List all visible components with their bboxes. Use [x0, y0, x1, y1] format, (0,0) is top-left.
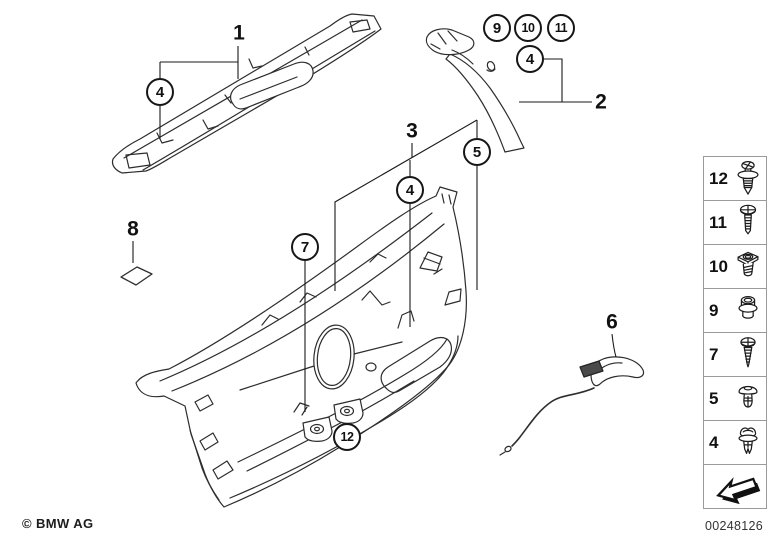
- legend-item-12[interactable]: 12: [703, 156, 767, 201]
- legend-item-4[interactable]: 4: [703, 420, 767, 465]
- legend-direction-indicator: [703, 464, 767, 509]
- callout-label-6[interactable]: 6: [606, 310, 618, 334]
- legend-number: 5: [709, 389, 719, 408]
- copyright-text: © BMW AG: [22, 516, 94, 531]
- part-side-trim-drawing[interactable]: [425, 28, 525, 153]
- callout-circle-4-panel[interactable]: 4: [396, 176, 424, 204]
- legend-number: 9: [709, 301, 719, 320]
- callout-circle-12[interactable]: 12: [333, 423, 361, 451]
- callout-circle-7[interactable]: 7: [291, 233, 319, 261]
- tapping-screw-icon: [740, 336, 756, 367]
- leader-lines: [132, 46, 617, 412]
- legend-item-9[interactable]: 9: [703, 288, 767, 333]
- diagram-number: 00248126: [704, 519, 763, 533]
- expansion-nut-icon: [737, 251, 759, 276]
- legend-number: 11: [709, 213, 727, 232]
- callout-circle-4-strip[interactable]: 4: [146, 78, 174, 106]
- legend-number: 12: [709, 169, 728, 188]
- fastener-legend: 12 11 10: [703, 156, 767, 509]
- pan-head-screw-icon: [739, 204, 757, 234]
- legend-item-5[interactable]: 5: [703, 376, 767, 421]
- part-protection-pad-drawing[interactable]: [120, 266, 153, 286]
- callout-circle-5[interactable]: 5: [463, 138, 491, 166]
- legend-number: 4: [709, 433, 719, 452]
- callout-label-2[interactable]: 2: [595, 90, 607, 114]
- callout-circle-10[interactable]: 10: [514, 14, 542, 42]
- callout-label-1[interactable]: 1: [233, 21, 245, 45]
- legend-item-11[interactable]: 11: [703, 200, 767, 245]
- callout-label-3[interactable]: 3: [406, 119, 418, 143]
- part-tailgate-panel-drawing[interactable]: [135, 186, 467, 508]
- legend-number: 10: [709, 257, 728, 276]
- callout-circle-11[interactable]: 11: [547, 14, 575, 42]
- legend-number: 7: [709, 345, 719, 364]
- legend-item-10[interactable]: 10: [703, 244, 767, 289]
- expanding-clip-icon: [738, 426, 758, 454]
- callout-label-8[interactable]: 8: [127, 217, 139, 241]
- grommet-icon: [738, 295, 758, 319]
- part-trim-strip-drawing[interactable]: [111, 13, 382, 174]
- legend-item-7[interactable]: 7: [703, 332, 767, 377]
- blind-rivet-screw-icon: [737, 160, 759, 195]
- part-pull-handle-drawing[interactable]: [499, 356, 645, 456]
- installation-direction-arrow-icon: [716, 476, 761, 504]
- callout-circle-4-pillar[interactable]: 4: [516, 45, 544, 73]
- callout-circle-9[interactable]: 9: [483, 14, 511, 42]
- expanding-rivet-icon: [738, 385, 758, 408]
